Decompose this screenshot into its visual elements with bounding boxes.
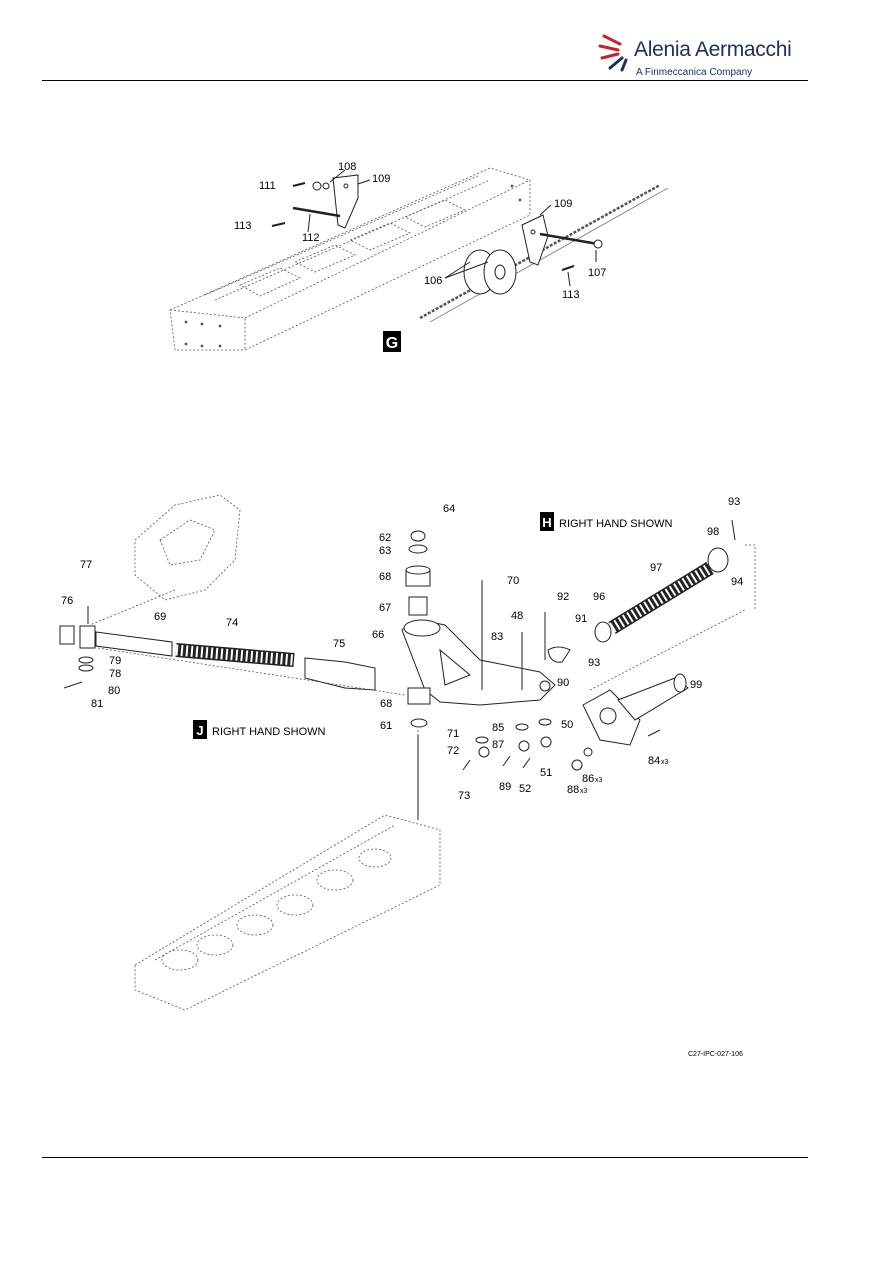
- callout-48: 48: [511, 610, 523, 622]
- callout-76: 76: [61, 595, 73, 607]
- callout-79: 79: [109, 655, 121, 667]
- callout-77: 77: [80, 559, 92, 571]
- alenia-aermacchi-logo: [598, 34, 628, 72]
- callouts-lower: 64 62 63 68 67 66 70 48 83 92 91 96 93 9…: [61, 496, 743, 802]
- view-j-flag: J RIGHT HAND SHOWN: [193, 720, 326, 739]
- callout-66: 66: [372, 629, 384, 641]
- callout-90: 90: [557, 677, 569, 689]
- upper-casting: [89, 494, 241, 626]
- spring-rod-h: [481, 519, 736, 690]
- callout-97: 97: [650, 562, 662, 574]
- callout-74: 74: [226, 617, 238, 629]
- spring-rod-j: [59, 606, 376, 691]
- lower-hardware: [462, 718, 661, 771]
- callout-112: 112: [302, 232, 320, 244]
- callout-52: 52: [519, 783, 531, 795]
- callout-88-qty: x3: [580, 788, 588, 795]
- callout-86: 86: [582, 773, 594, 785]
- view-letter-h: H: [542, 515, 551, 530]
- callout-64: 64: [443, 503, 455, 515]
- callout-51: 51: [540, 767, 552, 779]
- view-g-beam: 108 111 109 113 112 109 106 107 113: [169, 161, 669, 351]
- callout-72: 72: [447, 745, 459, 757]
- callout-92: 92: [557, 591, 569, 603]
- view-g-flag: G: [383, 331, 401, 352]
- brand-tagline: A Finmeccanica Company: [636, 67, 753, 78]
- callout-87: 87: [492, 739, 504, 751]
- callout-109: 109: [372, 173, 390, 185]
- bushings-stack: [405, 530, 431, 820]
- callout-70: 70: [507, 575, 519, 587]
- callout-85: 85: [492, 722, 504, 734]
- callout-83: 83: [491, 631, 503, 643]
- callout-67: 67: [379, 602, 391, 614]
- footer-rule: [42, 1157, 808, 1158]
- callout-106: 106: [424, 275, 442, 287]
- view-h-caption: RIGHT HAND SHOWN: [559, 518, 673, 530]
- housing: [582, 673, 689, 746]
- bellcrank: [401, 619, 556, 706]
- header-rule: [42, 80, 808, 81]
- callout-61: 61: [380, 720, 392, 732]
- callout-94: 94: [731, 576, 743, 588]
- callout-68: 68: [379, 571, 391, 583]
- callout-81: 81: [91, 698, 103, 710]
- callout-113: 113: [234, 220, 252, 232]
- callout-71: 71: [447, 728, 459, 740]
- callout-98: 98: [707, 526, 719, 538]
- callout-108: 108: [338, 161, 356, 173]
- callout-69: 69: [154, 611, 166, 623]
- view-h-flag: H RIGHT HAND SHOWN: [540, 512, 673, 531]
- callout-107: 107: [588, 267, 606, 279]
- callout-88: 88: [567, 784, 579, 796]
- callout-80: 80: [108, 685, 120, 697]
- view-letter-g: G: [386, 335, 398, 352]
- callout-50: 50: [561, 719, 573, 731]
- view-letter-j: J: [196, 723, 203, 738]
- callout-73: 73: [458, 790, 470, 802]
- callout-91: 91: [575, 613, 587, 625]
- callout-68: 68: [380, 698, 392, 710]
- callout-86-qty: x3: [595, 777, 603, 784]
- callout-111: 111: [259, 180, 276, 192]
- figure-reference: C27-IPC-027-106: [688, 1051, 743, 1058]
- callout-84: 84: [648, 755, 660, 767]
- view-j-caption: RIGHT HAND SHOWN: [212, 726, 326, 738]
- callout-99: 99: [690, 679, 702, 691]
- callout-75: 75: [333, 638, 345, 650]
- callout-63: 63: [379, 545, 391, 557]
- alignment-lines: [97, 544, 756, 696]
- callout-93: 93: [728, 496, 740, 508]
- callout-96: 96: [593, 591, 605, 603]
- callout-84-qty: x3: [661, 759, 669, 766]
- brand-name: Alenia Aermacchi: [634, 38, 792, 61]
- lower-beam: [134, 730, 441, 1011]
- callout-109: 109: [554, 198, 572, 210]
- callout-93: 93: [588, 657, 600, 669]
- callout-113: 113: [562, 289, 580, 301]
- callout-62: 62: [379, 532, 391, 544]
- callout-78: 78: [109, 668, 121, 680]
- callout-89: 89: [499, 781, 511, 793]
